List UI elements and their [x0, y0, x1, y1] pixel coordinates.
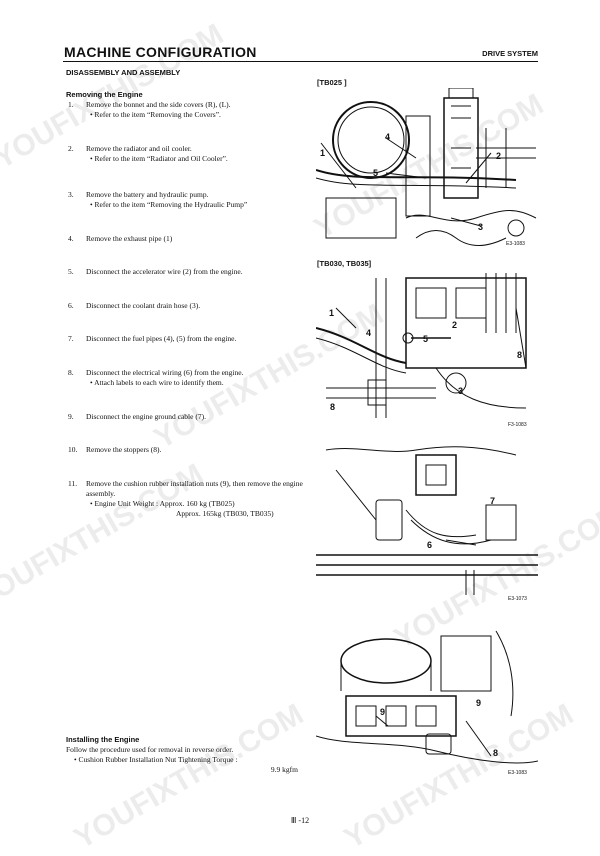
figure-3-engine-illustration [316, 446, 538, 595]
step-number: 3. [68, 190, 74, 199]
callout-5: 5 [423, 334, 429, 344]
step-3: 3. Remove the battery and hydraulic pump… [68, 190, 308, 210]
page-title: MACHINE CONFIGURATION [64, 44, 257, 60]
step-number: 2. [68, 144, 74, 153]
step-text: Remove the exhaust pipe (1) [86, 234, 173, 243]
figure-1-engine-illustration [316, 88, 537, 246]
step-text: Disconnect the coolant drain hose (3). [86, 301, 201, 310]
step-text: Disconnect the accelerator wire (2) from… [86, 267, 243, 276]
installing-torque: 9.9 kgfm [270, 765, 298, 774]
step-text: Disconnect the fuel pipes (4), (5) from … [86, 334, 237, 343]
callout-7: 7 [490, 496, 496, 506]
callout-4: 4 [385, 132, 391, 142]
callout-8: 8 [517, 350, 523, 360]
step-text: Remove the radiator and oil cooler. [86, 144, 192, 153]
step-text: Remove the cushion rubber installation n… [86, 479, 303, 498]
header-rule [63, 61, 538, 62]
step-number: 6. [68, 301, 74, 310]
step-note: • Refer to the item “Removing the Hydrau… [90, 200, 248, 209]
page-subtitle: DISASSEMBLY AND ASSEMBLY [66, 68, 181, 77]
step-number: 11. [68, 479, 78, 488]
step-6: 6. Disconnect the coolant drain hose (3)… [68, 301, 308, 311]
step-number: 8. [68, 368, 74, 377]
section-name: DRIVE SYSTEM [482, 49, 538, 58]
page-number: Ⅲ -12 [290, 816, 310, 825]
figure-code: E3-1083 [508, 770, 527, 776]
watermark: YOUFIXTHIS.COM [68, 697, 310, 856]
step-note: • Refer to the item “Radiator and Oil Co… [90, 154, 228, 163]
installing-text: Follow the procedure used for removal in… [66, 745, 306, 775]
step-text: Disconnect the engine ground cable (7). [86, 412, 206, 421]
callout-2: 2 [496, 151, 502, 161]
step-number: 4. [68, 234, 74, 243]
figure-code: E3-1073 [508, 596, 527, 602]
step-1: 1. Remove the bonnet and the side covers… [68, 100, 308, 120]
callout-3: 3 [458, 386, 464, 396]
step-10: 10. Remove the stoppers (8). [68, 445, 308, 455]
callout-9: 9 [476, 698, 482, 708]
step-7: 7. Disconnect the fuel pipes (4), (5) fr… [68, 334, 308, 344]
step-2: 2. Remove the radiator and oil cooler. •… [68, 144, 308, 164]
callout-8: 8 [330, 402, 336, 412]
callout-8: 8 [493, 748, 499, 758]
step-text: Remove the stoppers (8). [86, 445, 162, 454]
step-text: Disconnect the electrical wiring (6) fro… [86, 368, 244, 377]
step-note-continued: Approx. 165kg (TB030, TB035) [176, 509, 274, 518]
step-note: • Attach labels to each wire to identify… [90, 378, 224, 387]
callout-9: 9 [380, 707, 386, 717]
step-number: 9. [68, 412, 74, 421]
figure-1-label: [TB025 ] [317, 78, 347, 87]
step-5: 5. Disconnect the accelerator wire (2) f… [68, 267, 308, 277]
figure-2-engine-illustration [316, 273, 527, 418]
step-9: 9. Disconnect the engine ground cable (7… [68, 412, 308, 422]
callout-4: 4 [366, 328, 372, 338]
installing-heading: Installing the Engine [66, 735, 140, 744]
step-4: 4. Remove the exhaust pipe (1) [68, 234, 308, 244]
installing-instruction: Follow the procedure used for removal in… [66, 745, 234, 754]
step-8: 8. Disconnect the electrical wiring (6) … [68, 368, 308, 388]
figure-code: E3-1083 [506, 241, 525, 247]
step-number: 5. [68, 267, 74, 276]
figure-4-engine-illustration [316, 630, 538, 764]
removing-heading: Removing the Engine [66, 90, 143, 99]
step-text: Remove the battery and hydraulic pump. [86, 190, 209, 199]
callout-1: 1 [329, 308, 335, 318]
callout-3: 3 [478, 222, 484, 232]
figure-code: F3-1083 [508, 422, 527, 428]
step-note: • Engine Unit Weight : Approx. 160 kg (T… [90, 499, 235, 508]
step-note: • Refer to the item “Removing the Covers… [90, 110, 221, 119]
step-11: 11. Remove the cushion rubber installati… [68, 479, 308, 519]
step-number: 7. [68, 334, 74, 343]
step-number: 1. [68, 100, 74, 109]
callout-5: 5 [373, 168, 379, 178]
installing-note: • Cushion Rubber Installation Nut Tighte… [74, 755, 238, 764]
figure-2-label: [TB030, TB035] [317, 259, 372, 268]
callout-6: 6 [427, 540, 433, 550]
callout-1: 1 [320, 148, 326, 158]
step-text: Remove the bonnet and the side covers (R… [86, 100, 231, 109]
callout-2: 2 [452, 320, 458, 330]
step-number: 10. [68, 445, 78, 454]
